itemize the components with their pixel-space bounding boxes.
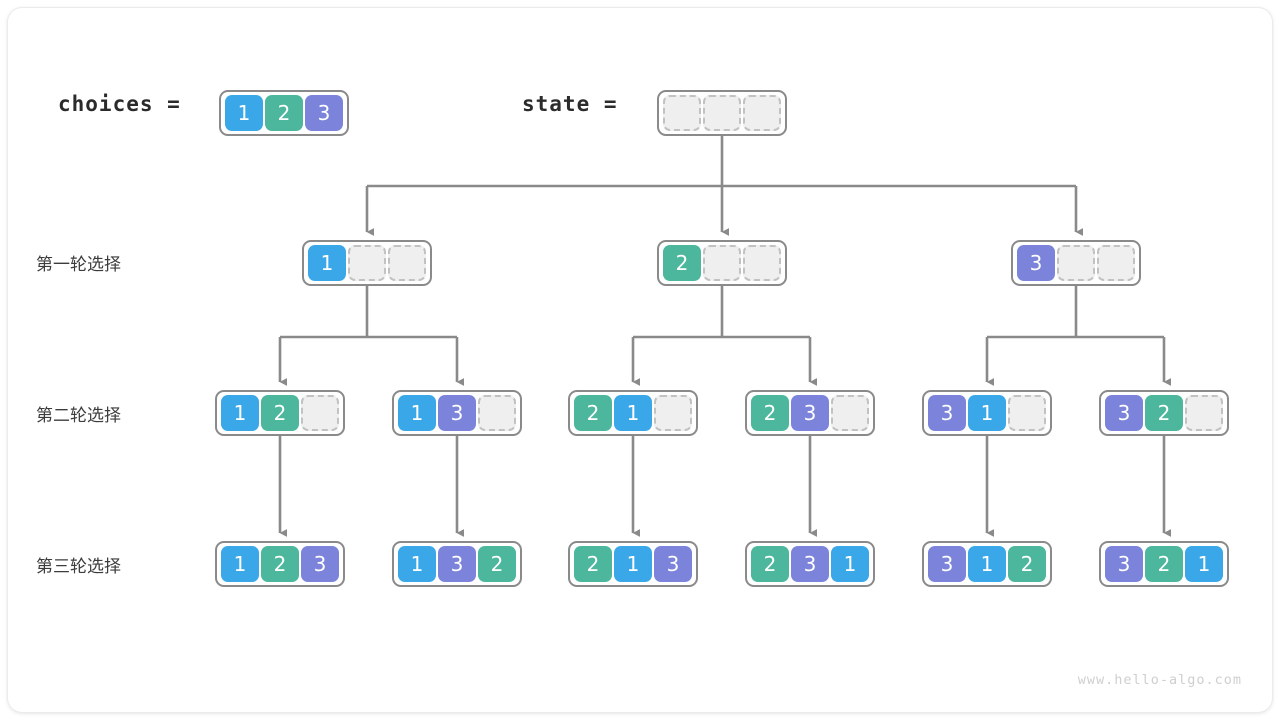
array-cell-value-2: 2 <box>265 95 303 131</box>
array-cell-empty <box>654 395 692 431</box>
array-cell-empty <box>743 245 781 281</box>
array-cell-empty <box>1057 245 1095 281</box>
state-array-round-1-node-1[interactable]: 1 <box>302 240 432 286</box>
array-cell-value-1: 1 <box>221 395 259 431</box>
row-label-round-3: 第三轮选择 <box>36 557 121 577</box>
array-cell-value-3: 3 <box>928 546 966 582</box>
row-label-round-2: 第二轮选择 <box>36 406 121 426</box>
array-cell-empty <box>1097 245 1135 281</box>
array-cell-empty <box>703 95 741 131</box>
array-cell-value-2: 2 <box>574 395 612 431</box>
array-cell-value-2: 2 <box>574 546 612 582</box>
choices-label: choices = <box>58 92 181 116</box>
array-cell-value-1: 1 <box>225 95 263 131</box>
array-cell-empty <box>478 395 516 431</box>
array-cell-value-3: 3 <box>438 546 476 582</box>
array-cell-empty <box>1008 395 1046 431</box>
array-cell-value-1: 1 <box>614 395 652 431</box>
array-cell-value-3: 3 <box>654 546 692 582</box>
array-cell-value-2: 2 <box>1145 546 1183 582</box>
array-cell-value-2: 2 <box>1145 395 1183 431</box>
array-cell-empty <box>831 395 869 431</box>
array-cell-value-1: 1 <box>398 546 436 582</box>
array-cell-empty <box>743 95 781 131</box>
array-cell-value-1: 1 <box>221 546 259 582</box>
array-cell-value-3: 3 <box>1105 546 1143 582</box>
state-label: state = <box>522 92 618 116</box>
array-cell-empty <box>348 245 386 281</box>
array-cell-value-1: 1 <box>308 245 346 281</box>
array-cell-value-3: 3 <box>1105 395 1143 431</box>
array-cell-value-2: 2 <box>751 546 789 582</box>
array-cell-empty <box>663 95 701 131</box>
array-cell-value-1: 1 <box>1185 546 1223 582</box>
array-cell-value-1: 1 <box>398 395 436 431</box>
array-cell-empty <box>301 395 339 431</box>
figure-frame <box>8 8 1272 712</box>
array-cell-empty <box>1185 395 1223 431</box>
row-label-round-1: 第一轮选择 <box>36 255 121 275</box>
array-cell-value-3: 3 <box>791 395 829 431</box>
array-cell-value-1: 1 <box>831 546 869 582</box>
array-cell-value-2: 2 <box>751 395 789 431</box>
state-array-round-1-node-3[interactable]: 3 <box>1011 240 1141 286</box>
array-cell-value-3: 3 <box>1017 245 1055 281</box>
array-cell-value-3: 3 <box>305 95 343 131</box>
array-cell-value-3: 3 <box>301 546 339 582</box>
watermark: www.hello-algo.com <box>1077 672 1242 688</box>
array-cell-value-2: 2 <box>478 546 516 582</box>
array-cell-value-3: 3 <box>438 395 476 431</box>
array-cell-value-3: 3 <box>928 395 966 431</box>
array-cell-value-2: 2 <box>663 245 701 281</box>
array-cell-empty <box>703 245 741 281</box>
array-cell-value-2: 2 <box>261 546 299 582</box>
state-array-round-1-node-2[interactable]: 2 <box>657 240 787 286</box>
state-array[interactable] <box>657 90 787 136</box>
array-cell-empty <box>388 245 426 281</box>
array-cell-value-3: 3 <box>791 546 829 582</box>
array-cell-value-2: 2 <box>261 395 299 431</box>
array-cell-value-1: 1 <box>968 546 1006 582</box>
array-cell-value-1: 1 <box>614 546 652 582</box>
array-cell-value-2: 2 <box>1008 546 1046 582</box>
array-cell-value-1: 1 <box>968 395 1006 431</box>
